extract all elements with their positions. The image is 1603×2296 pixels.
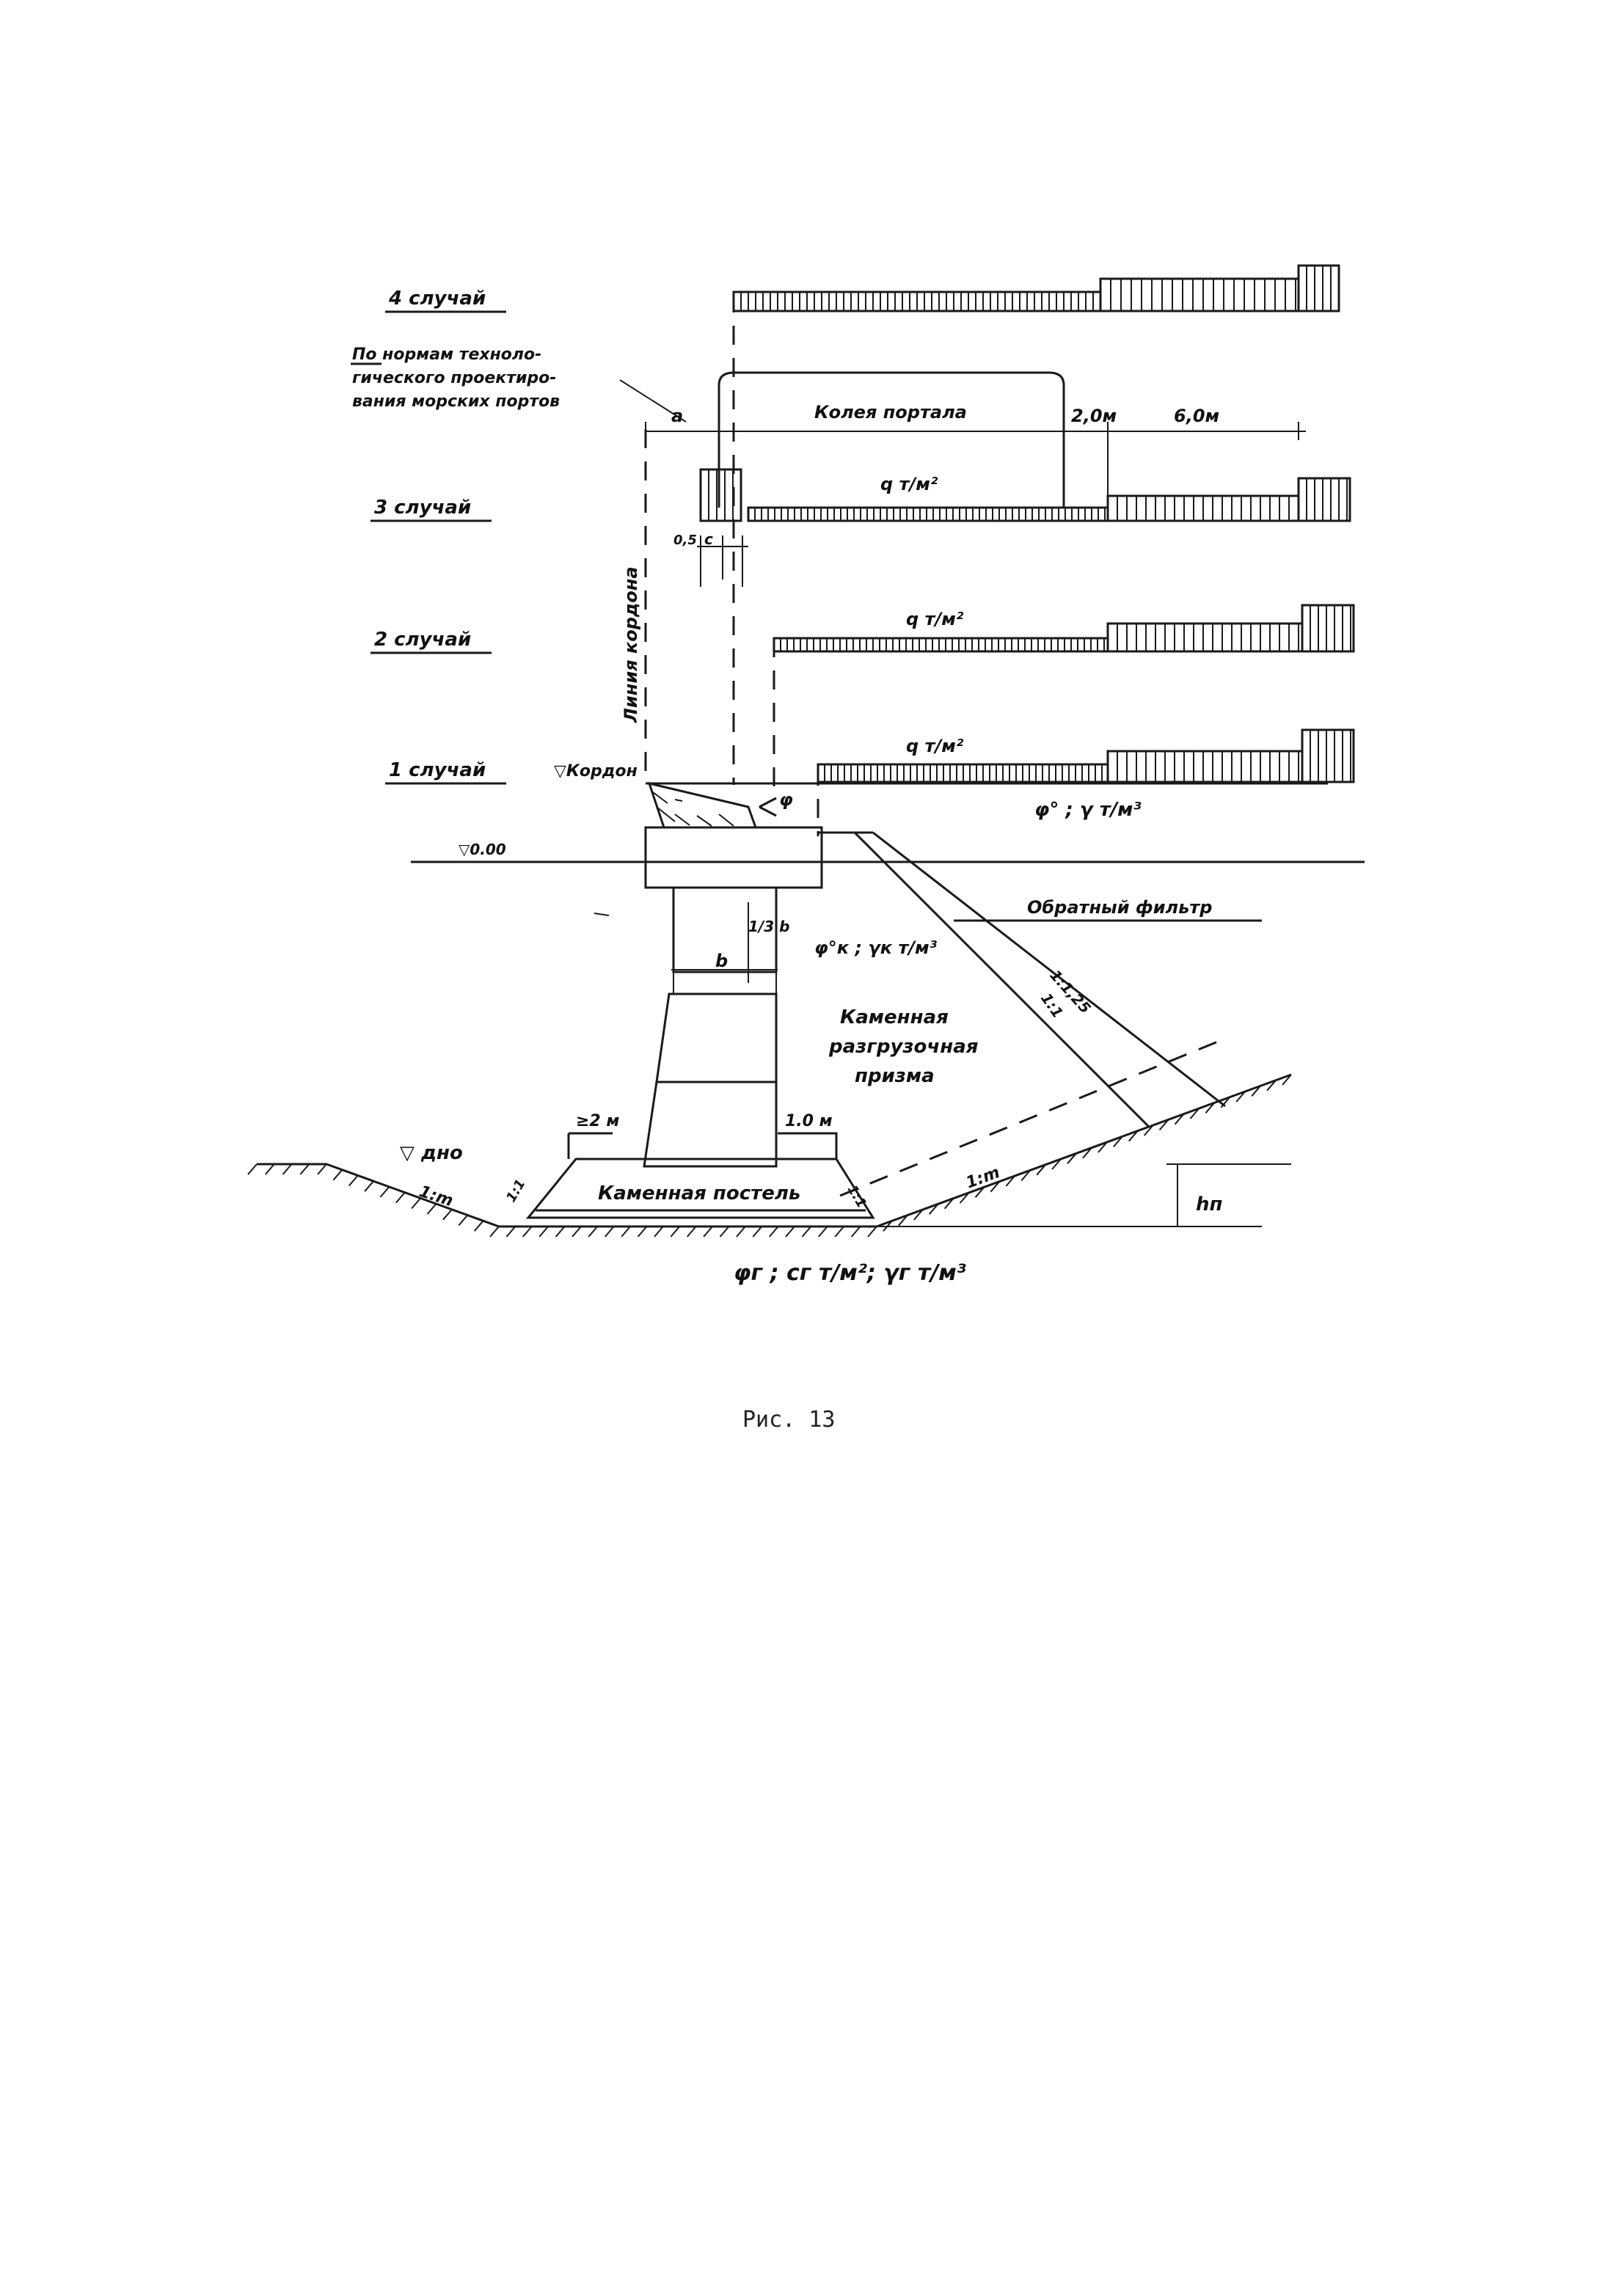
bedding-label: Каменная постель (598, 1182, 800, 1204)
norms-note: По нормам техноло- гического проектиро- … (351, 346, 560, 411)
dim-ge2m-label: ≥2 м (576, 1112, 619, 1130)
case-1-label: 1 случай (389, 759, 486, 781)
load-q-label-case-1: q т/м² (906, 736, 964, 756)
dim-05-label: 0,5 (673, 533, 697, 548)
water-ripple (594, 913, 610, 916)
prism-label-line-3: призма (855, 1065, 935, 1087)
water-ripple-2 (674, 799, 683, 802)
load-case-4-diagram (732, 264, 1340, 312)
bottom-mark-label: ▽ дно (400, 1142, 463, 1164)
dim-third-b-label: 1/3 b (748, 918, 789, 935)
portal-track-label: Колея портала (814, 402, 967, 423)
dim-b-label: b (715, 951, 728, 971)
reverse-filter-label: Обратный фильтр (1027, 897, 1212, 918)
dim-hn-label: hп (1196, 1193, 1223, 1215)
dim-a-label: a (671, 406, 683, 426)
soil-params-label: φ° ; γ т/м³ (1034, 799, 1142, 821)
load-q-label-case-2: q т/м² (906, 609, 964, 629)
cap-block (644, 781, 823, 889)
case-2-label: 2 случай (374, 629, 471, 651)
slope-dashed (839, 1040, 1219, 1197)
case-labels: 4 случай 3 случай 2 случай 1 случай (370, 288, 506, 785)
dim-2m-label: 2,0м (1071, 406, 1117, 426)
load-case-1-diagram (817, 728, 1355, 783)
load-case-3-diagram (699, 468, 1351, 522)
case-4-label: 4 случай (388, 288, 486, 310)
load-case-3-hatch (708, 469, 1348, 521)
load-case-2-hatch (780, 605, 1351, 651)
figure-caption: Рис. 13 (742, 1407, 835, 1433)
norms-note-line-2: гического проектиро- (352, 369, 556, 387)
dimension-row (619, 379, 1306, 506)
prism-label-line-1: Каменная (840, 1006, 949, 1028)
load-q-label-case-3: q т/м² (880, 474, 938, 494)
dim-6m-label: 6,0м (1174, 406, 1219, 426)
dim-c-label: c (704, 530, 713, 548)
slope-1m-left-label: 1:m (417, 1182, 455, 1210)
slope-11-left-label: 1:1 (503, 1177, 528, 1204)
load-case-2-diagram (773, 604, 1355, 653)
dim-05-c (697, 535, 748, 587)
angle-phi-label: φ (779, 789, 793, 810)
dim-1m-label: 1.0 м (785, 1112, 833, 1130)
norms-note-line-3: вания морских портов (352, 392, 560, 411)
case-3-label: 3 случай (374, 497, 471, 519)
portal-track-frame (717, 371, 1065, 508)
norms-note-line-1: По нормам техноло- (352, 346, 541, 364)
seabed (247, 1073, 1292, 1237)
load-case-1-hatch (824, 730, 1351, 782)
load-case-4-hatch (740, 266, 1332, 311)
reverse-filter-slopes (818, 831, 1262, 1127)
base-params-label: φг ; cг т/м²; γг т/м³ (734, 1260, 966, 1286)
cordon-line-label: Линия кордона (621, 566, 641, 723)
prism-params-label: φ°к ; γк т/м³ (814, 937, 938, 958)
cordon-mark-label: ▽Кордон (554, 762, 638, 780)
rubble-bedding (525, 1132, 875, 1219)
water-level-label: ▽0.00 (459, 841, 506, 858)
prism-label-line-2: разгрузочная (828, 1036, 978, 1058)
